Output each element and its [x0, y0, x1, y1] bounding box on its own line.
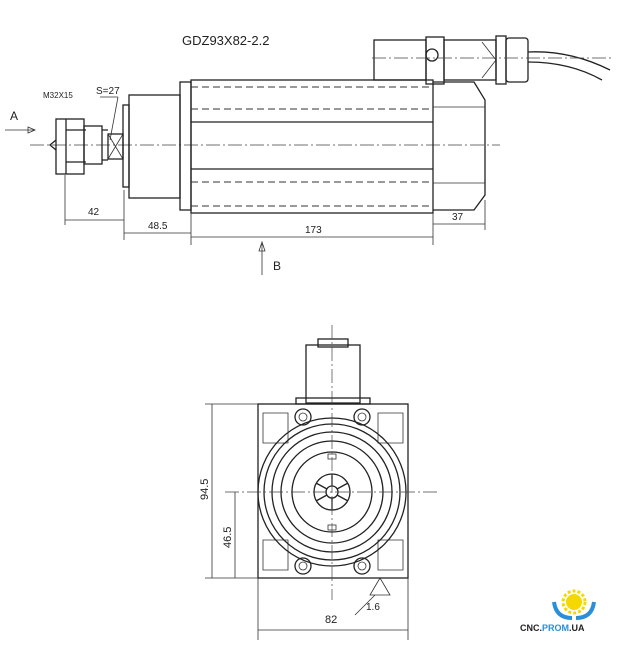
front-cap: [128, 94, 181, 199]
dim-height: 94.5: [199, 479, 211, 500]
thread-label: M32X15: [43, 91, 73, 100]
svg-text:CNC.PROM.UA: CNC.PROM.UA: [520, 623, 585, 633]
flange: [179, 81, 192, 211]
gear-icon: [566, 594, 582, 610]
dim-center-height: 46.5: [222, 527, 234, 548]
wrench-size-label: S=27: [96, 86, 120, 97]
motor-body: [190, 79, 434, 214]
dim-nut: 42: [88, 207, 100, 218]
cable: [527, 51, 611, 81]
connector-front: [305, 344, 361, 404]
dim-rear: 37: [452, 212, 464, 223]
connector: [372, 35, 612, 85]
front-view: 94.5 46.5 82 1.6: [199, 325, 440, 640]
view-b-arrow-icon: [258, 240, 266, 275]
mounting-holes: [294, 408, 371, 575]
roughness-value: 1.6: [366, 602, 380, 613]
dim-body: 173: [305, 225, 322, 236]
view-b-label: B: [273, 259, 281, 273]
collet-nut: [55, 118, 85, 175]
view-a-label: A: [10, 109, 18, 123]
view-a-arrow-icon: [5, 126, 37, 134]
cnc-prom-logo: CNC.PROM.UA: [520, 589, 596, 633]
hands-icon: [552, 601, 596, 620]
drawing-title: GDZ93X82-2.2: [182, 33, 269, 48]
cable-gland: [505, 37, 529, 83]
dim-front: 48.5: [148, 221, 168, 232]
rear-cap: [433, 81, 486, 211]
roughness-symbol-icon: [354, 577, 391, 616]
side-view: GDZ93X82-2.2: [5, 33, 612, 275]
dim-width: 82: [325, 614, 337, 626]
